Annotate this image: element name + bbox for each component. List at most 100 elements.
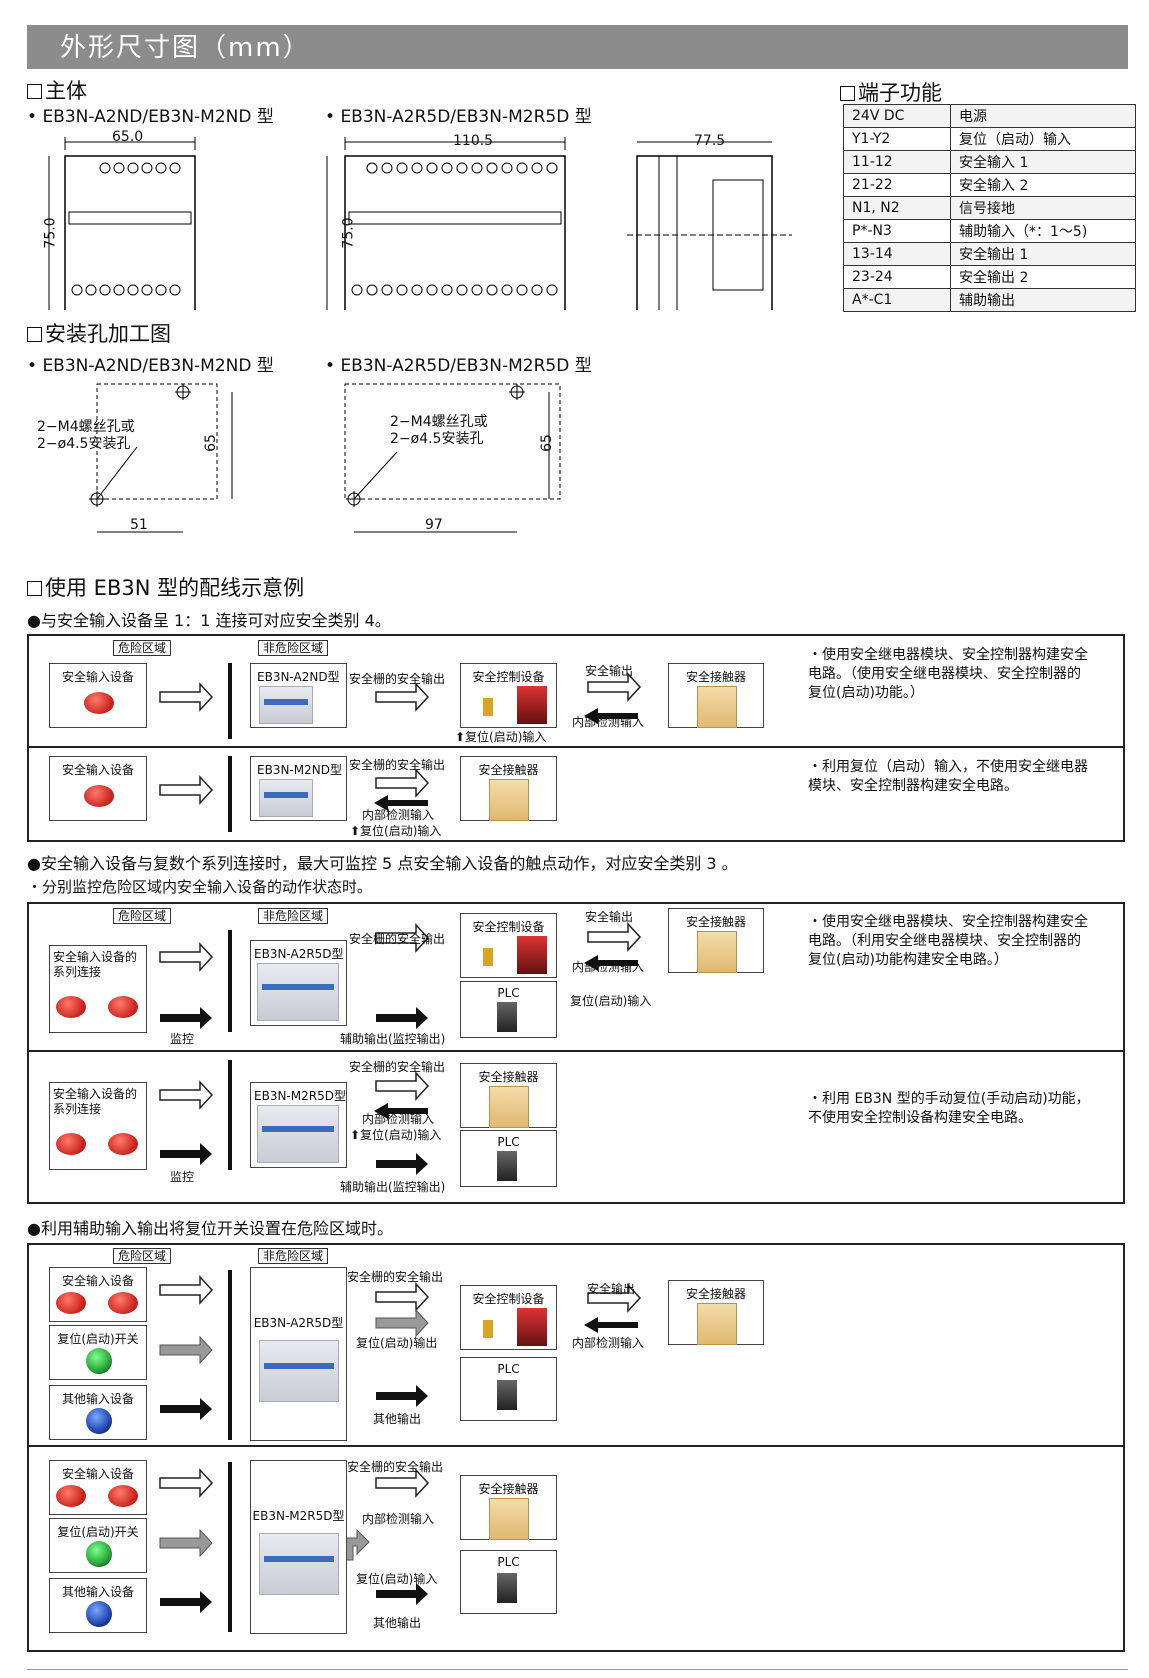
case1-title: ●与安全输入设备呈 1：1 连接可对应安全类别 4。 (27, 611, 391, 630)
light-curtain-label: 安全栅的安全输出 (347, 1270, 444, 1284)
safety-input-box-4: 安全输入设备 (49, 1460, 147, 1515)
other-input-box: 其他输入设备 (49, 1385, 147, 1440)
series-box-1: 安全输入设备的系列连接 (49, 945, 147, 1033)
safe-zone-label: 非危险区域 (258, 908, 329, 924)
case3-panel (27, 1243, 1125, 1652)
contactor-box: 安全接触器 (668, 1280, 764, 1345)
terminals-heading: 端子功能 (840, 77, 942, 107)
internal-check-label: 内部检测输入 (572, 960, 645, 974)
contactor-box: 安全接触器 (668, 663, 764, 728)
reset-input-label: ⬆复位(启动)输入 (350, 824, 442, 838)
other-output-label: 其他输出 (373, 1616, 422, 1630)
internal-check-label: 内部检测输入 (362, 808, 435, 822)
aux-output-label: 辅助输出(监控输出) (340, 1180, 446, 1194)
safety-input-box-2: 安全输入设备 (49, 756, 147, 821)
a2r5d-box-3: EB3N-A2R5D型 (250, 1267, 347, 1441)
note-1: ・使用安全继电器模块、安全控制器构建安全电路。（使用安全继电器模块、安全控制器的… (808, 647, 1088, 701)
case3-title: ●利用辅助输入输出将复位开关设置在危险区域时。 (27, 1219, 393, 1238)
safety-output-label: 安全输出 (585, 910, 634, 924)
internal-check-label: 内部检测输入 (362, 1112, 435, 1126)
m2r5d-box: EB3N-M2R5D型 (250, 1082, 347, 1168)
reset-input-label: ⬆复位(启动)输入 (455, 730, 547, 744)
controller-box: 安全控制设备 (460, 1285, 557, 1350)
light-curtain-label: 安全栅的安全输出 (349, 672, 446, 686)
page-title: 外形尺寸图（mm） (60, 33, 311, 63)
zone-divider (228, 1270, 232, 1440)
plc-box: PLC (460, 981, 557, 1038)
light-curtain-label: 安全栅的安全输出 (349, 1060, 446, 1074)
safe-zone-label: 非危险区域 (258, 640, 329, 656)
width-b-dim: 110.5 (453, 133, 494, 149)
other-output-label: 其他输出 (373, 1412, 422, 1426)
main-unit-heading: 主体 (27, 75, 87, 105)
zone-divider (228, 1462, 232, 1632)
safety-input-box-3: 安全输入设备 (49, 1267, 147, 1322)
case1-panel (27, 634, 1125, 842)
divider (27, 1445, 1123, 1447)
safety-input-box: 安全输入设备 (49, 663, 147, 728)
divider (27, 746, 1123, 748)
main-model-a: EB3N-A2ND/EB3N-M2ND 型 (27, 102, 273, 127)
controller-box: 安全控制设备 (460, 913, 557, 978)
a2r5d-box: EB3N-A2R5D型 (250, 940, 347, 1026)
contactor-box-3: 安全接触器 (460, 1475, 557, 1540)
controller-box: 安全控制设备 (460, 663, 557, 728)
case2-panel (27, 902, 1125, 1204)
note-4: ・利用 EB3N 型的手动复位(手动启动)功能，不使用安全控制设备构建安全电路。 (808, 1091, 1090, 1126)
danger-zone-label: 危险区域 (113, 908, 172, 924)
wiring-heading: 使用 EB3N 型的配线示意例 (27, 572, 304, 602)
safety-output-label: 安全输出 (587, 1282, 636, 1296)
zone-divider (228, 756, 232, 832)
monitor-label: 监控 (170, 1170, 195, 1184)
plc-box: PLC (460, 1130, 557, 1187)
reset-switch-box: 复位(启动)开关 (49, 1325, 147, 1380)
title-bar (27, 25, 1128, 69)
reset-input-label: 复位(启动)输入 (356, 1572, 438, 1586)
outline-drawings (48, 137, 792, 310)
depth-dim: 77.5 (694, 133, 726, 149)
contactor-box: 安全接触器 (668, 908, 764, 973)
series-box-2: 安全输入设备的系列连接 (49, 1082, 147, 1170)
reset-output-label: 复位(启动)输出 (356, 1336, 438, 1350)
internal-check-label: 内部检测输入 (362, 1512, 435, 1526)
mount-model-a: EB3N-A2ND/EB3N-M2ND 型 (27, 351, 273, 376)
divider (27, 1050, 1123, 1052)
mount-width-a: 51 (130, 517, 148, 533)
footer-rule (27, 1669, 1128, 1670)
contactor-box-2: 安全接触器 (460, 756, 557, 821)
light-curtain-label: 安全栅的安全输出 (347, 1460, 444, 1474)
note-2: ・利用复位（启动）输入，不使用安全继电器模块、安全控制器构建安全电路。 (808, 759, 1088, 794)
contactor-box-2: 安全接触器 (460, 1063, 557, 1128)
a2nd-box: EB3N-A2ND型 (250, 663, 347, 728)
main-model-b: EB3N-A2R5D/EB3N-M2R5D 型 (325, 102, 591, 127)
plc-box: PLC (460, 1357, 557, 1421)
monitor-label: 监控 (170, 1032, 195, 1046)
m2r5d-box-3: EB3N-M2R5D型 (250, 1460, 347, 1634)
mount-model-b: EB3N-A2R5D/EB3N-M2R5D 型 (325, 351, 591, 376)
mount-width-b: 97 (425, 517, 443, 533)
safe-zone-label: 非危险区域 (258, 1248, 329, 1264)
light-curtain-label: 安全栅的安全输出 (349, 932, 446, 946)
danger-zone-label: 危险区域 (113, 640, 172, 656)
reset-switch-box-2: 复位(启动)开关 (49, 1518, 147, 1573)
case2-sub: ・分别监控危险区域内安全输入设备的动作状态时。 (27, 878, 373, 896)
m2nd-box: EB3N-M2ND型 (250, 756, 347, 821)
light-curtain-label: 安全栅的安全输出 (349, 758, 446, 772)
safety-output-label: 安全输出 (585, 664, 634, 678)
internal-check-label: 内部检测输入 (572, 1336, 645, 1350)
plc-box: PLC (460, 1550, 557, 1614)
zone-divider (228, 663, 232, 739)
aux-output-label: 辅助输出(监控输出) (340, 1032, 446, 1046)
case2-title: ●安全输入设备与复数个系列连接时，最大可监控 5 点安全输入设备的触点动作，对应… (27, 854, 738, 873)
